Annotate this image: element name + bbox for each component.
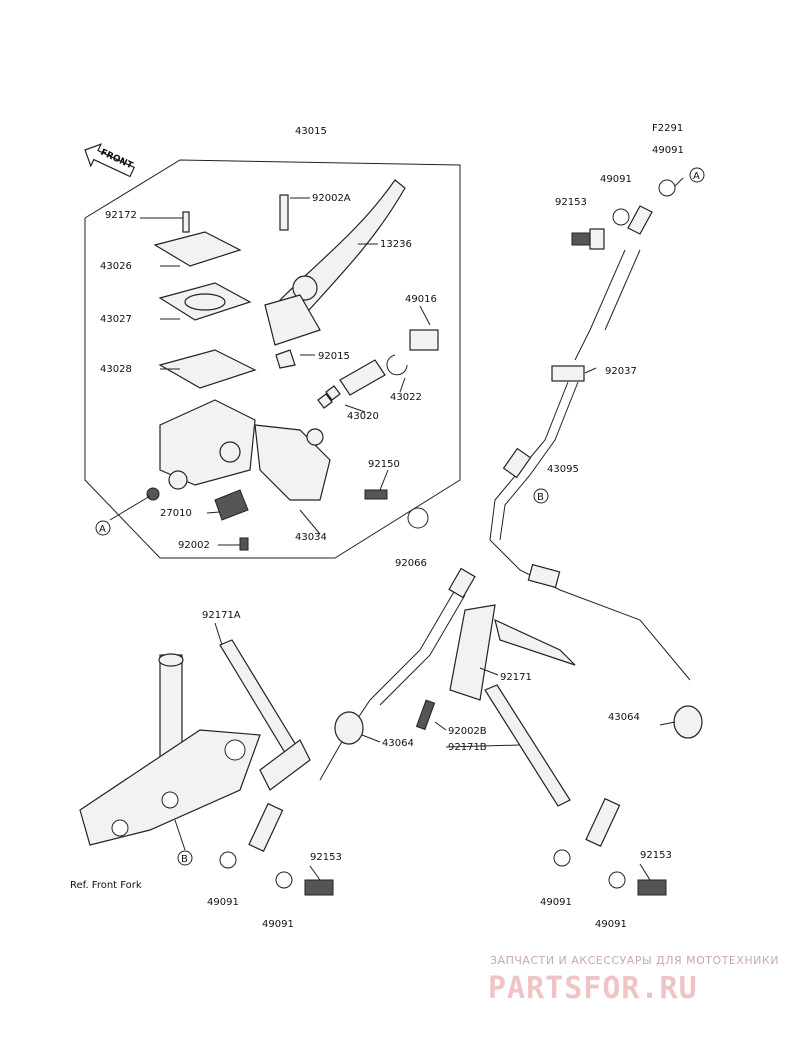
part-label: 43022 [390,392,422,403]
marker-a-left: A [95,520,111,536]
part-label: 92150 [368,459,400,470]
part-label: 92002B [448,726,487,737]
part-label: 13236 [380,239,412,250]
part-label: 43064 [382,738,414,749]
part-label: 49091 [207,897,239,908]
upper-hose [489,179,676,591]
brake-switch [146,487,429,551]
piston-kit [317,329,439,409]
part-label: 92153 [555,197,587,208]
marker-b-label: B [537,492,544,503]
leader-lines [109,197,431,546]
lower-banjo-left [219,802,334,896]
assembly-outline [84,159,461,559]
lower-banjo-right [553,797,667,896]
part-label: 92066 [395,558,427,569]
part-label: 92002A [312,193,351,204]
figure-code: F2291 [652,123,683,134]
marker-a-label: A [99,524,106,535]
part-label: 49091 [540,897,572,908]
part-label: 92037 [605,366,637,377]
marker-a-label: A [693,171,700,182]
part-label: 43064 [608,712,640,723]
master-cylinder-body [159,399,331,501]
marker-a-top: A [689,167,705,183]
front-arrow-icon [84,143,136,178]
part-label: 43034 [295,532,327,543]
part-label: 43027 [100,314,132,325]
watermark-brand: PARTSFOR.RU [488,971,698,1006]
part-label: 92002 [178,540,210,551]
part-label: 92171B [448,742,487,753]
part-label: 49091 [262,919,294,930]
lower-hoses [319,563,703,781]
reservoir-cap [153,211,257,389]
part-label: 27010 [160,508,192,519]
watermark-tagline: ЗАПЧАСТИ И АКСЕССУАРЫ ДЛЯ МОТОТЕХНИКИ [490,954,779,967]
marker-b-top: B [533,488,549,504]
part-label: 43028 [100,364,132,375]
part-label: 49016 [405,294,437,305]
marker-b-label: B [181,854,188,865]
ref-front-fork-label: Ref. Front Fork [70,880,142,891]
leader-lines-lower [174,177,684,881]
part-label: 43015 [295,126,327,137]
hose-brackets [219,604,576,807]
brake-lever [264,179,406,369]
part-label: 92153 [310,852,342,863]
part-label: 92172 [105,210,137,221]
part-label: 43020 [347,411,379,422]
part-label: 49091 [595,919,627,930]
part-label: 92015 [318,351,350,362]
marker-b-bottom: B [177,850,193,866]
part-label: 43095 [547,464,579,475]
part-label: 92153 [640,850,672,861]
part-label: 49091 [652,145,684,156]
steering-stem [79,653,261,846]
part-label: 49091 [600,174,632,185]
part-label: 92171A [202,610,241,621]
part-label: 92171 [500,672,532,683]
part-label: 43026 [100,261,132,272]
